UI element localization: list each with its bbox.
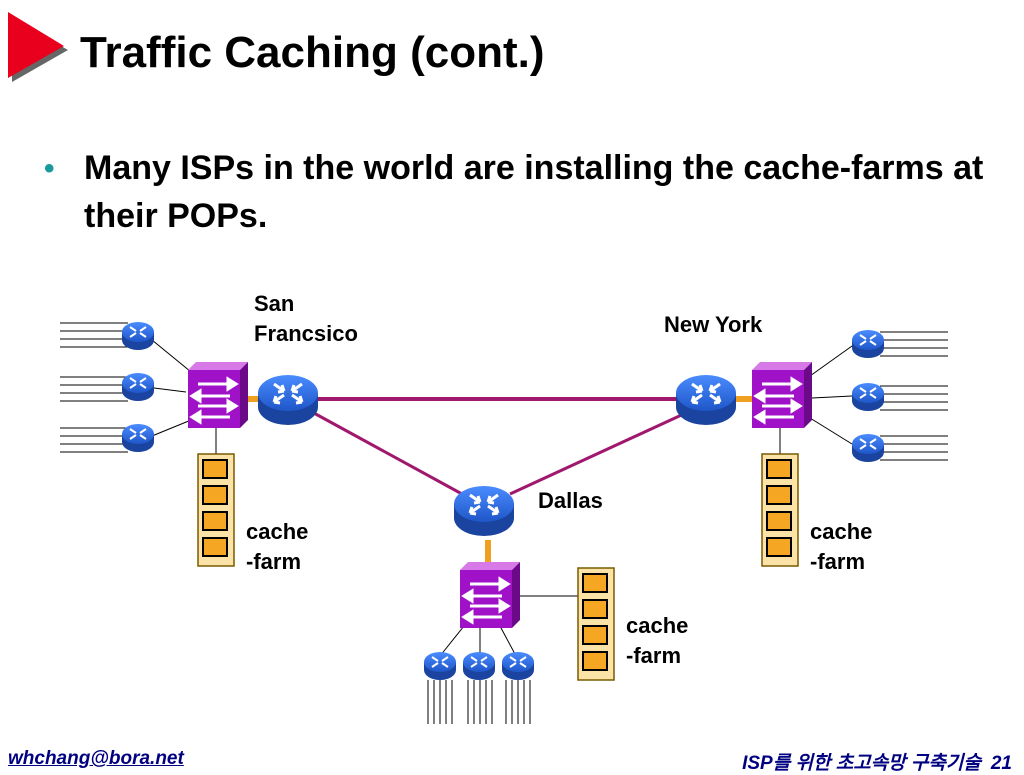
ny-dallas-link <box>509 410 689 496</box>
edge-router-icon <box>121 372 155 402</box>
edge-router-icon <box>501 651 535 681</box>
edge-router-icon <box>423 651 457 681</box>
edge-router-icon <box>462 651 496 681</box>
edge-router-icon <box>851 382 885 412</box>
page-number: 21 <box>990 753 1012 774</box>
ny-cache-server-icon <box>761 453 799 567</box>
sf-router-icon <box>256 373 320 427</box>
dallas-switch-icon <box>458 560 522 630</box>
footer-email[interactable]: whchang@bora.net <box>8 748 184 769</box>
dallas-label: Dallas <box>538 488 603 513</box>
sf-dallas-link <box>311 410 463 496</box>
slide-title: Traffic Caching (cont.) <box>80 28 545 77</box>
sf-cache-farm-label: cache -farm <box>246 519 309 574</box>
dallas-cache-server-icon <box>577 567 615 681</box>
ny-router-icon <box>674 373 738 427</box>
sf-switch-icon <box>186 360 250 430</box>
edge-router-icon <box>121 423 155 453</box>
ny-switch-icon <box>750 360 814 430</box>
dallas-router-icon <box>452 484 516 538</box>
edge-router-icon <box>851 329 885 359</box>
edge-router-icon <box>851 433 885 463</box>
footer-course-title: ISP를 위한 초고속망 구축기술 <box>742 753 981 774</box>
ny-label: New York <box>664 312 763 337</box>
bullet-text: Many ISPs in the world are installing th… <box>84 149 984 235</box>
sf-label: San Francsico <box>254 291 358 346</box>
edge-router-icon <box>121 321 155 351</box>
dallas-cache-farm-label: cache -farm <box>626 613 689 668</box>
ny-cache-farm-label: cache -farm <box>810 519 873 574</box>
footer-course: ISP를 위한 초고속망 구축기술 21 <box>732 748 1012 775</box>
red-arrow-icon <box>8 12 68 82</box>
sf-cache-server-icon <box>197 453 235 567</box>
bullet-icon: • <box>44 152 55 185</box>
